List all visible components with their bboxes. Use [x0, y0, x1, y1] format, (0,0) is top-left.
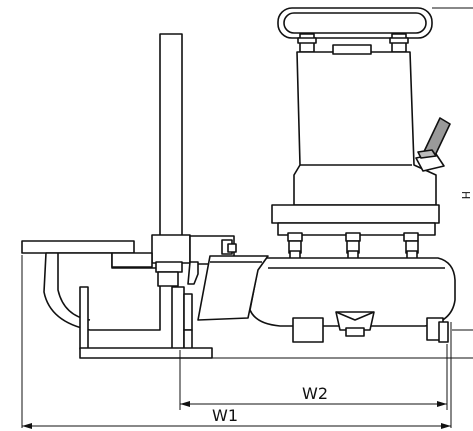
- flange-bolts: [288, 240, 419, 260]
- w1-arrow-right: [441, 423, 451, 429]
- pump-bottom-details: [292, 311, 449, 343]
- inlet-flange: [21, 240, 135, 254]
- height-label-partial: H: [459, 191, 472, 199]
- cable-entry: [415, 117, 451, 172]
- motor-flange: [271, 204, 440, 242]
- w1-label: W1: [212, 406, 238, 425]
- w2-label: W2: [302, 384, 328, 403]
- lifting-handle: [277, 7, 433, 39]
- w2-arrow-right: [437, 401, 447, 407]
- discharge-elbow: [43, 252, 183, 331]
- coupling-base-frame: [79, 286, 213, 359]
- w2-arrow-left: [180, 401, 190, 407]
- motor-housing: [293, 44, 437, 206]
- guide-rail: [159, 33, 183, 237]
- pump-connection-housing: [197, 255, 269, 321]
- pump-volute: [249, 257, 456, 327]
- handle-brackets: [297, 33, 409, 53]
- w1-arrow-left: [22, 423, 32, 429]
